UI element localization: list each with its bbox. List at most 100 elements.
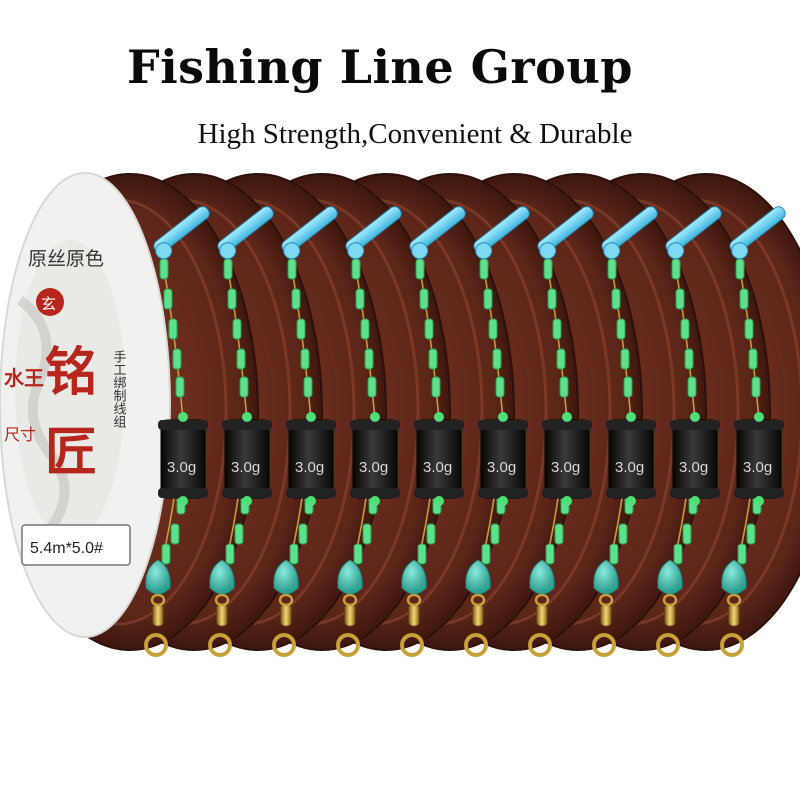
float-stop (537, 206, 594, 260)
line-bead (737, 543, 747, 565)
spool-label: 原丝原色 玄 铭 匠 水王 尺寸 手工绑制线组 5.4m*5.0# (0, 172, 171, 638)
sinker-label: 3.0g (423, 459, 452, 476)
rig-set: 3.0g 3.0g 3.0g 3.0g 3.0g 3.0g 3.0g 3.0g 3.0g 3.0g (144, 206, 786, 657)
brand-char-2: 匠 (45, 422, 97, 483)
line-bead (159, 258, 169, 280)
line-bead (479, 258, 489, 280)
line-bead (431, 376, 441, 398)
line-bead (419, 288, 429, 310)
sinker: 3.0g (158, 412, 208, 506)
line-bead (227, 288, 237, 310)
line-bead (559, 376, 569, 398)
float-stop (281, 206, 338, 260)
line-bead (687, 376, 697, 398)
sinker-label: 3.0g (551, 459, 580, 476)
line-bead (673, 543, 683, 565)
size-text: 5.4m*5.0# (30, 540, 103, 557)
float-stop (409, 206, 466, 260)
spool-side-text: 手工绑制线组 (111, 350, 127, 428)
line-bead (424, 318, 434, 340)
sinker-label: 3.0g (167, 459, 196, 476)
line-bead (364, 348, 374, 370)
line-bead (547, 288, 557, 310)
line-bead (170, 523, 180, 545)
sinker-label: 3.0g (743, 459, 772, 476)
size-tag (21, 524, 131, 566)
swivel (464, 593, 488, 657)
line-bead (483, 288, 493, 310)
brand-char-1: 铭 (45, 342, 97, 403)
line-bead (303, 376, 313, 398)
swivel (528, 593, 552, 657)
sinker-label: 3.0g (615, 459, 644, 476)
line-bead (175, 376, 185, 398)
line-bead (289, 543, 299, 565)
sinker-label: 3.0g (295, 459, 324, 476)
sinker: 3.0g (734, 412, 784, 506)
swivel (272, 593, 296, 657)
fishing-rig: 3.0g (208, 206, 274, 657)
line-bead (225, 543, 235, 565)
line-bead (680, 318, 690, 340)
fishing-rig: 3.0g (464, 206, 530, 657)
sinker-label: 3.0g (231, 459, 260, 476)
swivel (336, 593, 360, 657)
fishing-rig: 3.0g (400, 206, 466, 657)
fishing-rig: 3.0g (272, 206, 338, 657)
line-bead (552, 318, 562, 340)
headline: Fishing Line Group (127, 40, 633, 94)
swivel (656, 593, 680, 657)
line-bead (618, 523, 628, 545)
sinker-label: 3.0g (359, 459, 388, 476)
sinker: 3.0g (414, 412, 464, 506)
line-bead (675, 288, 685, 310)
line-bead (739, 288, 749, 310)
swivel (400, 593, 424, 657)
subheadline: High Strength,Convenient & Durable (197, 118, 633, 150)
line-bead (620, 348, 630, 370)
line-bead (298, 523, 308, 545)
fishing-rig: 3.0g (592, 206, 658, 657)
line-bead (682, 523, 692, 545)
seal-char: 玄 (41, 295, 56, 313)
fishing-rig: 3.0g (528, 206, 594, 657)
line-bead (351, 258, 361, 280)
sinker-label: 3.0g (679, 459, 708, 476)
line-bead (623, 376, 633, 398)
line-bead (163, 288, 173, 310)
line-bead (355, 288, 365, 310)
line-bead (609, 543, 619, 565)
fishing-rig: 3.0g (656, 206, 722, 657)
fishing-rig: 3.0g (720, 206, 786, 657)
line-bead (362, 523, 372, 545)
line-bead (751, 376, 761, 398)
sinker: 3.0g (222, 412, 272, 506)
line-bead (353, 543, 363, 565)
line-bead (554, 523, 564, 545)
line-bead (748, 348, 758, 370)
line-bead (232, 318, 242, 340)
sinker-label: 3.0g (487, 459, 516, 476)
line-bead (607, 258, 617, 280)
line-bead (545, 543, 555, 565)
line-bead (490, 523, 500, 545)
line-bead (172, 348, 182, 370)
spool-left-text-2: 尺寸 (4, 425, 36, 444)
line-bead (428, 348, 438, 370)
sinker: 3.0g (670, 412, 720, 506)
line-bead (495, 376, 505, 398)
seal-circle (36, 288, 64, 316)
swivel (208, 593, 232, 657)
swivel (144, 593, 168, 657)
line-bead (543, 258, 553, 280)
float-stop (665, 206, 722, 260)
line-bead (492, 348, 502, 370)
spool-left-text-1: 水王 (4, 366, 44, 390)
line-bead (488, 318, 498, 340)
sinker: 3.0g (286, 412, 336, 506)
sinker: 3.0g (606, 412, 656, 506)
fishing-rig: 3.0g (336, 206, 402, 657)
sinker: 3.0g (478, 412, 528, 506)
float-stop (153, 206, 210, 260)
